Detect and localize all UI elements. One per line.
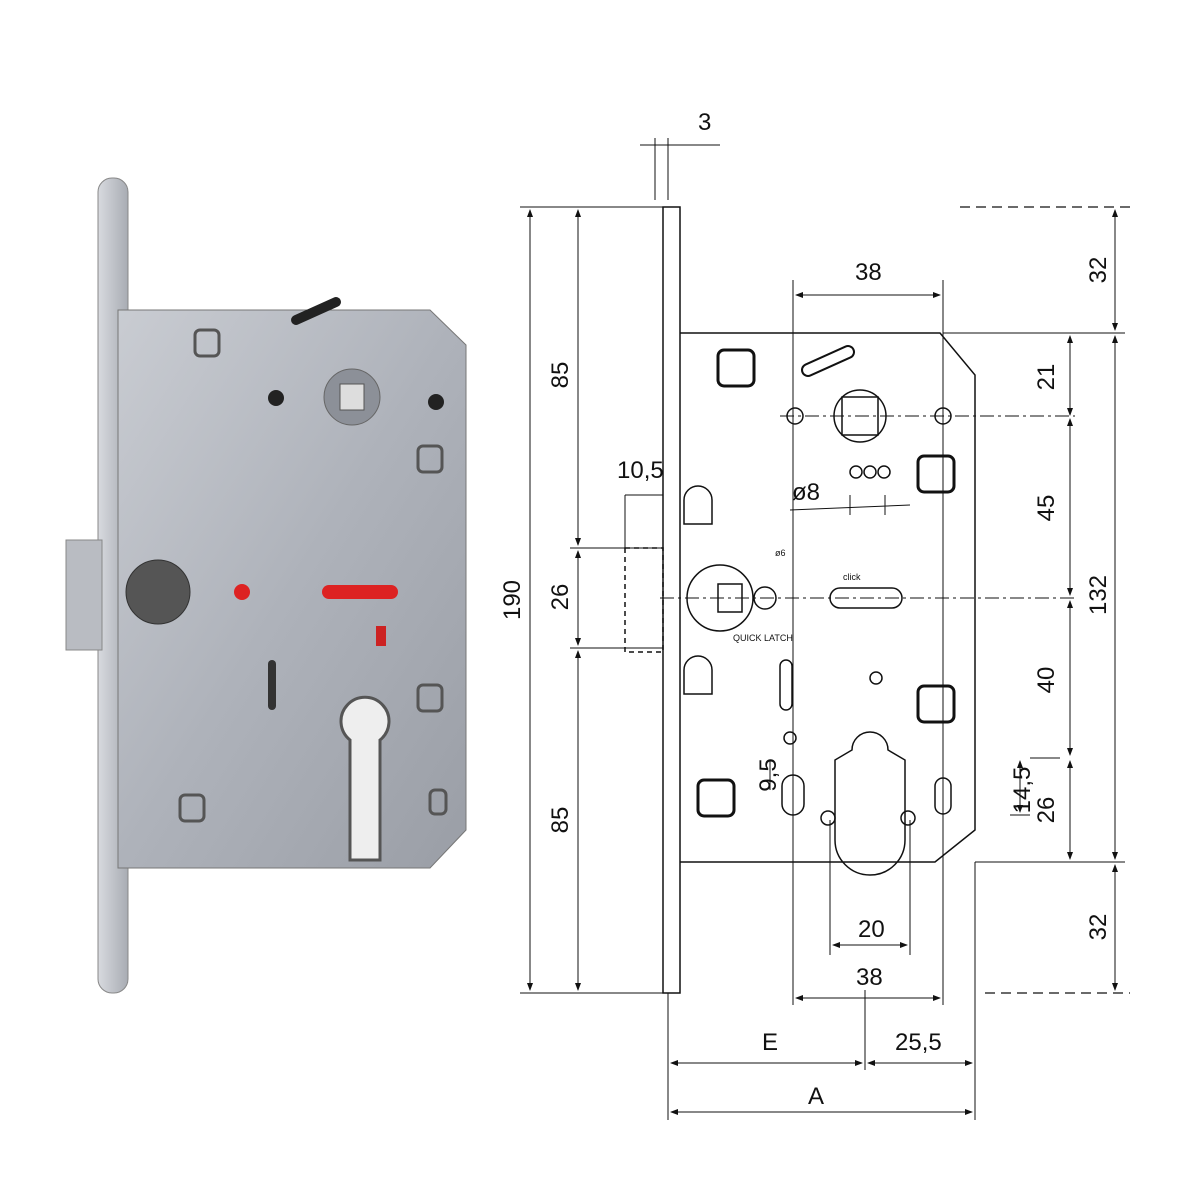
photo-cylinder-hole <box>339 695 391 862</box>
photo-red-dot <box>234 584 250 600</box>
dim-bottom-32: 32 <box>1085 914 1112 941</box>
latch-outline <box>624 547 664 653</box>
dim-top-38: 38 <box>855 259 882 286</box>
dim-20: 20 <box>858 916 885 943</box>
label-click: click <box>843 572 861 582</box>
photo-cam-slot <box>291 297 341 325</box>
dim-bottom-38: 38 <box>856 964 883 991</box>
dim-E: E <box>762 1029 778 1056</box>
dim-40: 40 <box>1033 667 1060 694</box>
label-quick-latch: QUICK LATCH <box>733 633 793 643</box>
dim-14-5: 14,5 <box>1009 767 1036 814</box>
faceplate <box>662 206 681 994</box>
photo-spindle-square <box>339 383 365 411</box>
dim-right-26: 26 <box>1033 797 1060 824</box>
dim-45: 45 <box>1033 495 1060 522</box>
photo-latch <box>65 539 103 651</box>
photo-latch-hole <box>125 559 191 625</box>
dim-190: 190 <box>499 580 526 620</box>
label-phi6: ø6 <box>775 548 786 558</box>
dim-upper-85: 85 <box>547 362 574 389</box>
dim-A: A <box>808 1083 824 1110</box>
photo-hole <box>268 390 284 406</box>
dim-phi8: ø8 <box>792 479 820 506</box>
technical-drawing <box>520 138 1130 1120</box>
dimension-labels: 3 38 10,5 ø8 20 38 E 25,5 A ø6 click QUI… <box>499 109 1112 1110</box>
dim-latch-26: 26 <box>547 584 574 611</box>
photo-hole <box>428 394 444 410</box>
dim-9-5: 9,5 <box>755 758 782 791</box>
photo-red-indicator <box>376 626 386 646</box>
cylinder-cutout <box>834 731 906 876</box>
dim-thickness: 3 <box>698 109 711 136</box>
dim-10-5: 10,5 <box>617 457 664 484</box>
photo-mounting-lugs <box>178 328 448 823</box>
photo-red-slot <box>322 585 398 599</box>
dim-132: 132 <box>1085 575 1112 615</box>
photo-keyslot <box>268 660 276 710</box>
lock-photo <box>65 177 467 994</box>
dim-lower-85: 85 <box>547 807 574 834</box>
dim-top-32: 32 <box>1085 257 1112 284</box>
lock-case <box>680 332 976 863</box>
dim-21: 21 <box>1033 364 1060 391</box>
dim-25-5: 25,5 <box>895 1029 942 1056</box>
